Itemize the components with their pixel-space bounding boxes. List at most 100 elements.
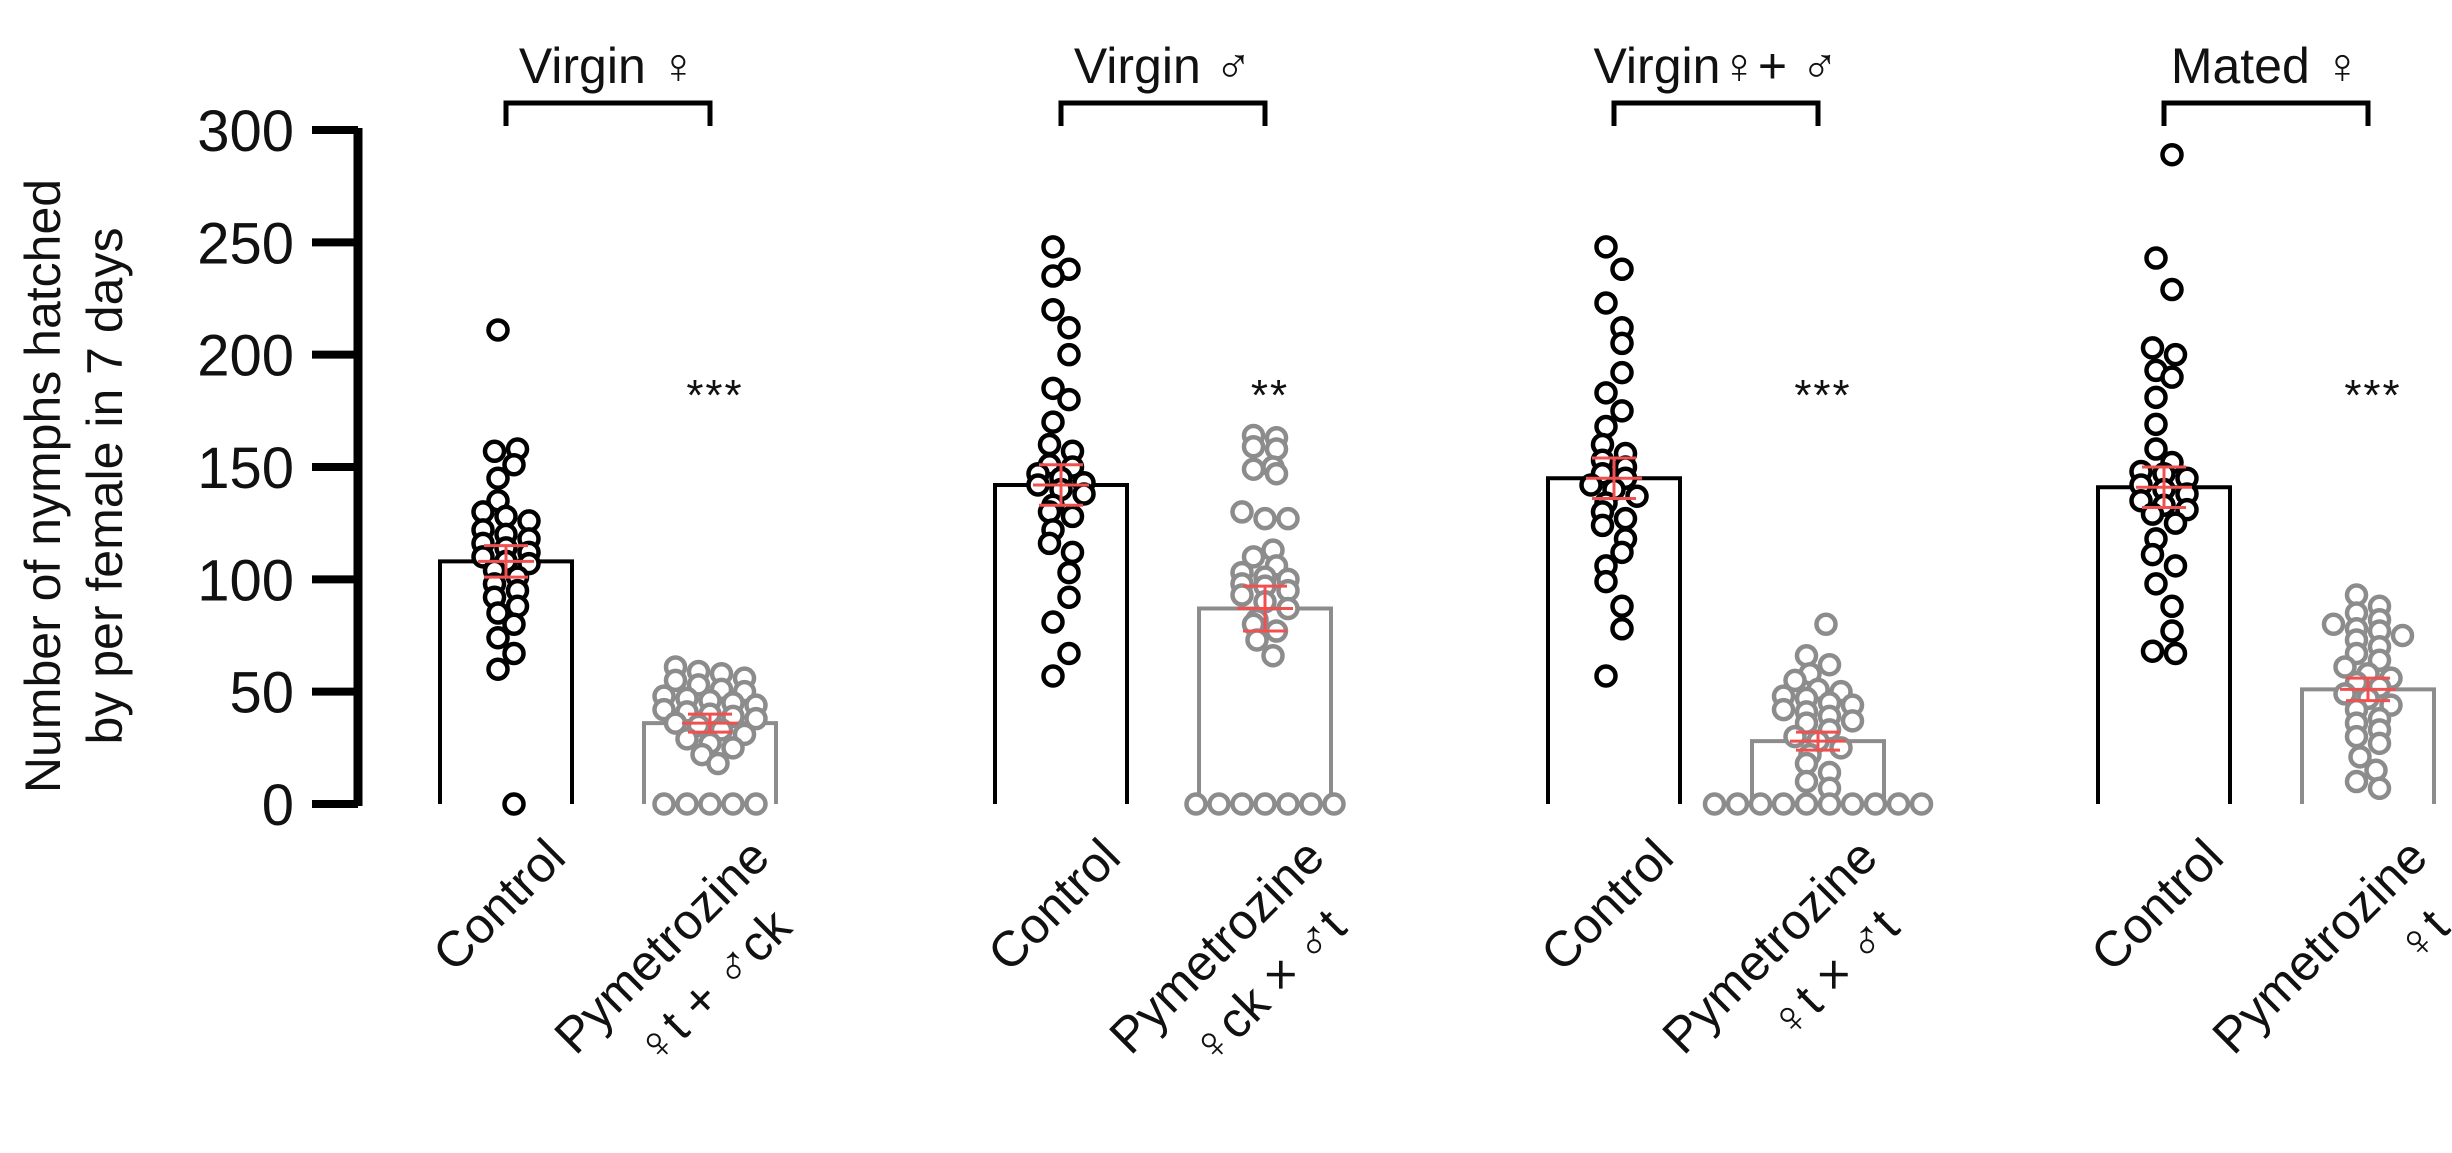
- data-point: [502, 641, 526, 666]
- y-tick-label: 0: [262, 773, 294, 838]
- y-axis-label: Number of nymphs hatched by per female i…: [15, 179, 133, 793]
- y-tick-label: 200: [197, 324, 294, 389]
- data-point: [486, 601, 510, 625]
- data-point: [1610, 540, 1634, 565]
- group-label: Virgin ♀: [519, 38, 697, 94]
- data-point: [1594, 414, 1618, 439]
- significance-label: ***: [1794, 371, 1851, 420]
- data-point: [2160, 277, 2184, 302]
- data-point: [1794, 769, 1819, 794]
- data-point: [1041, 610, 1065, 634]
- data-point: [486, 466, 510, 490]
- data-point: [1794, 643, 1819, 668]
- y-tick-label: 300: [197, 99, 294, 164]
- data-point: [2367, 731, 2392, 756]
- data-point: [1594, 235, 1618, 259]
- data-point: [2160, 594, 2184, 619]
- data-point: [1230, 792, 1254, 816]
- data-point: [1610, 360, 1634, 385]
- data-point: [1594, 381, 1618, 405]
- y-axis-label-line-2: by per female in 7 days: [77, 228, 133, 745]
- data-point: [2321, 612, 2346, 637]
- bar-series: Pymetrozine♀t: [2202, 583, 2452, 1064]
- data-point: [675, 727, 699, 751]
- data-point: [502, 612, 526, 637]
- data-point: [2344, 769, 2369, 794]
- group-label: Virgin♀+ ♂: [1593, 38, 1838, 94]
- data-point: [1253, 792, 1277, 816]
- data-point: [1783, 668, 1807, 693]
- data-point: [1230, 583, 1254, 607]
- data-point: [1625, 484, 1649, 508]
- bar-series: Pymetrozine♀ck × ♂t: [1099, 423, 1357, 1076]
- data-point: [1057, 387, 1081, 412]
- data-point: [1057, 641, 1081, 666]
- data-point: [1057, 560, 1081, 585]
- bar-series: Control: [1530, 235, 1684, 982]
- data-point: [2140, 542, 2165, 567]
- data-point: [1840, 709, 1865, 733]
- data-point: [1829, 736, 1853, 760]
- data-point: [1594, 569, 1618, 594]
- bar-series: Pymetrozine♀t × ♂t: [1652, 612, 1934, 1064]
- data-point: [2144, 246, 2168, 270]
- data-point: [1037, 531, 1062, 556]
- data-point: [1253, 506, 1277, 531]
- data-point: [502, 792, 526, 816]
- y-tick-label: 50: [229, 661, 294, 726]
- data-point: [1241, 457, 1266, 481]
- data-point: [2140, 502, 2165, 526]
- category-label: Control: [2080, 828, 2234, 982]
- data-point: [486, 318, 510, 342]
- bar-series: Control: [422, 318, 576, 982]
- data-point: [2160, 365, 2184, 389]
- y-tick-label: 150: [197, 436, 294, 501]
- category-label: Control: [977, 828, 1131, 982]
- data-point: [1748, 792, 1773, 816]
- data-point: [675, 792, 699, 816]
- category-label: Control: [422, 828, 576, 982]
- data-point: [1886, 792, 1911, 816]
- data-point: [2344, 724, 2369, 749]
- data-point: [1041, 664, 1065, 688]
- data-point: [2160, 619, 2184, 643]
- data-point: [1610, 594, 1634, 619]
- significance-label: **: [1251, 371, 1289, 420]
- data-point: [1814, 612, 1838, 637]
- data-point: [1041, 297, 1065, 322]
- data-point: [1264, 437, 1289, 461]
- y-tick-label: 100: [197, 548, 294, 613]
- data-point: [486, 625, 510, 650]
- data-point: [502, 453, 526, 477]
- data-point: [1060, 504, 1085, 529]
- data-point: [2144, 412, 2168, 437]
- data-point: [482, 439, 507, 464]
- data-point: [2163, 641, 2188, 666]
- data-point: [1041, 235, 1065, 259]
- data-point: [1057, 315, 1081, 340]
- data-point: [1771, 792, 1796, 816]
- data-point: [1783, 724, 1807, 749]
- data-point: [652, 792, 676, 816]
- data-point: [2390, 623, 2415, 648]
- data-point: [1610, 257, 1634, 282]
- data-point: [1245, 628, 1269, 652]
- data-point: [1840, 792, 1865, 816]
- group-label: Mated ♀: [2171, 38, 2361, 94]
- data-point: [1594, 664, 1618, 688]
- data-point: [1184, 792, 1208, 816]
- y-axis-label-line-1: Number of nymphs hatched: [15, 179, 71, 793]
- group-bracket: [1611, 100, 1821, 126]
- data-point: [744, 792, 768, 816]
- data-point: [1299, 792, 1323, 816]
- data-point: [2333, 655, 2357, 679]
- data-point: [486, 657, 510, 681]
- data-point: [1817, 652, 1842, 677]
- bar-series: Control: [2080, 142, 2234, 982]
- data-point: [1241, 545, 1266, 569]
- data-point: [721, 736, 745, 760]
